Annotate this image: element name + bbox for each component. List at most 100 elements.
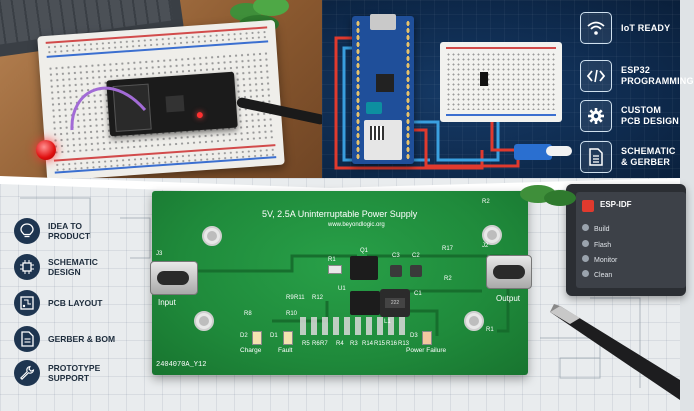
led-power-failure bbox=[422, 331, 432, 345]
mounting-holes bbox=[194, 225, 502, 331]
feature-schematic: SCHEMATIC & GERBER bbox=[580, 141, 683, 173]
chip-icon bbox=[14, 254, 40, 280]
ref-r6: R6 bbox=[312, 341, 320, 347]
ref-r12: R12 bbox=[312, 295, 324, 301]
wrench-icon bbox=[14, 360, 40, 386]
ref-r17: R17 bbox=[442, 246, 454, 252]
feature-label: GERBER & BOM bbox=[48, 334, 116, 344]
menu-label: Clean bbox=[594, 272, 613, 279]
ic-q1 bbox=[350, 256, 378, 280]
ic-u1 bbox=[350, 291, 380, 315]
usb-c-output-connector[interactable] bbox=[486, 255, 532, 289]
ref-r1: R1 bbox=[328, 257, 336, 263]
mini-breadboard bbox=[440, 42, 562, 122]
feature-pcb-layout: PCB LAYOUT bbox=[14, 290, 102, 316]
left-feature-list: IDEA TO PRODUCT SCHEMATIC DESIGN PCB LAY… bbox=[14, 216, 134, 396]
code-icon bbox=[580, 60, 612, 92]
ref-r11: R11 bbox=[294, 295, 305, 301]
ref-r9: R9 bbox=[286, 295, 294, 301]
input-label: Input bbox=[158, 298, 176, 307]
ref-r2-top: R2 bbox=[482, 199, 490, 205]
flash-icon bbox=[582, 240, 589, 247]
board-id: 2404070A_Y12 bbox=[156, 361, 207, 369]
monitor-icon bbox=[582, 255, 589, 262]
ref-r10: R10 bbox=[286, 311, 298, 317]
menu-label: Monitor bbox=[594, 257, 618, 264]
ref-r16: R16 bbox=[386, 341, 398, 347]
fault-label: Fault bbox=[278, 347, 293, 354]
arduino-nano-board bbox=[352, 14, 414, 164]
led-charge bbox=[252, 331, 262, 345]
feature-label: IDEA TO PRODUCT bbox=[48, 221, 91, 241]
resistor-r1 bbox=[328, 265, 342, 274]
menu-build[interactable]: Build bbox=[582, 224, 610, 233]
ref-c3: C3 bbox=[392, 253, 400, 259]
resistor-bank bbox=[300, 317, 410, 335]
ref-r1-right: R1 bbox=[486, 327, 494, 333]
laptop-screen: ESP-IDF Build Flash Monitor Clean bbox=[566, 184, 686, 296]
led-fault bbox=[283, 331, 293, 345]
ref-r4: R4 bbox=[336, 341, 344, 347]
esp-idf-logo-icon bbox=[582, 200, 594, 212]
feature-label: CUSTOM PCB DESIGN bbox=[621, 105, 680, 126]
ref-l1: L1 bbox=[384, 319, 391, 325]
cap-c2 bbox=[410, 265, 422, 277]
menu-clean[interactable]: Clean bbox=[582, 270, 612, 279]
ref-d2: D2 bbox=[240, 333, 248, 339]
inductor-l1: 222 bbox=[380, 289, 410, 317]
build-icon bbox=[582, 224, 589, 231]
ref-c2: C2 bbox=[412, 253, 420, 259]
pcb-website: www.beyondlogic.org bbox=[328, 222, 385, 228]
laptop-screen-title: ESP-IDF bbox=[600, 200, 632, 209]
feature-label: SCHEMATIC DESIGN bbox=[48, 257, 98, 277]
ref-d1: D1 bbox=[270, 333, 278, 339]
jumper-wire bbox=[70, 86, 147, 131]
ref-c1: C1 bbox=[414, 291, 422, 297]
ref-r13: R13 bbox=[398, 341, 410, 347]
ups-pcb-board: 222 5V, 2.5A Uninterruptable Power Suppl… bbox=[150, 191, 532, 375]
feature-label: ESP32 PROGRAMMING bbox=[621, 65, 694, 86]
feature-label: PROTOTYPE SUPPORT bbox=[48, 363, 101, 383]
ref-r5: R5 bbox=[302, 341, 310, 347]
feature-esp32: ESP32 PROGRAMMING bbox=[580, 60, 694, 92]
document-icon bbox=[580, 141, 612, 173]
menu-label: Flash bbox=[594, 242, 612, 249]
usb-c-input-connector[interactable] bbox=[150, 261, 198, 295]
pcb-icon bbox=[14, 290, 40, 316]
ref-r7: R7 bbox=[320, 341, 328, 347]
top-feature-list: IoT READY ESP32 PROGRAMMING CUSTOM PCB D… bbox=[580, 10, 694, 180]
ref-d3: D3 bbox=[410, 333, 418, 339]
feature-prototype: PROTOTYPE SUPPORT bbox=[14, 360, 112, 386]
servo-motor bbox=[514, 144, 552, 160]
menu-label: Build bbox=[594, 226, 610, 233]
menu-flash[interactable]: Flash bbox=[582, 240, 611, 249]
ref-u1: U1 bbox=[338, 286, 346, 292]
feature-schematic-design: SCHEMATIC DESIGN bbox=[14, 254, 112, 280]
power-failure-label: Power Failure bbox=[406, 347, 447, 354]
feature-pcb: CUSTOM PCB DESIGN bbox=[580, 100, 683, 132]
feature-label: IoT READY bbox=[621, 22, 671, 33]
lightbulb-icon bbox=[14, 218, 40, 244]
ref-r3: R3 bbox=[350, 341, 358, 347]
pcb-title: 5V, 2.5A Uninterruptable Power Supply bbox=[262, 209, 418, 219]
pen bbox=[550, 304, 680, 400]
feature-idea: IDEA TO PRODUCT bbox=[14, 218, 118, 244]
output-label: Output bbox=[496, 294, 521, 303]
ref-r15: R15 bbox=[374, 341, 386, 347]
red-led bbox=[36, 140, 56, 160]
menu-monitor[interactable]: Monitor bbox=[582, 255, 617, 264]
ref-r8: R8 bbox=[244, 311, 252, 317]
file-icon bbox=[14, 326, 40, 352]
pcb-traces bbox=[192, 225, 510, 336]
wifi-icon bbox=[580, 12, 612, 44]
plant-right bbox=[520, 185, 576, 206]
cap-c3 bbox=[390, 265, 402, 277]
ref-r2: R2 bbox=[444, 276, 452, 282]
breadboard-photo-panel bbox=[0, 0, 327, 190]
feature-label: PCB LAYOUT bbox=[48, 298, 103, 308]
gear-icon bbox=[580, 100, 612, 132]
iot-feature-panel: IoT READY ESP32 PROGRAMMING CUSTOM PCB D… bbox=[322, 0, 694, 190]
ref-q1: Q1 bbox=[360, 248, 369, 254]
ref-r14: R14 bbox=[362, 341, 374, 347]
ref-j2: J2 bbox=[482, 243, 489, 249]
